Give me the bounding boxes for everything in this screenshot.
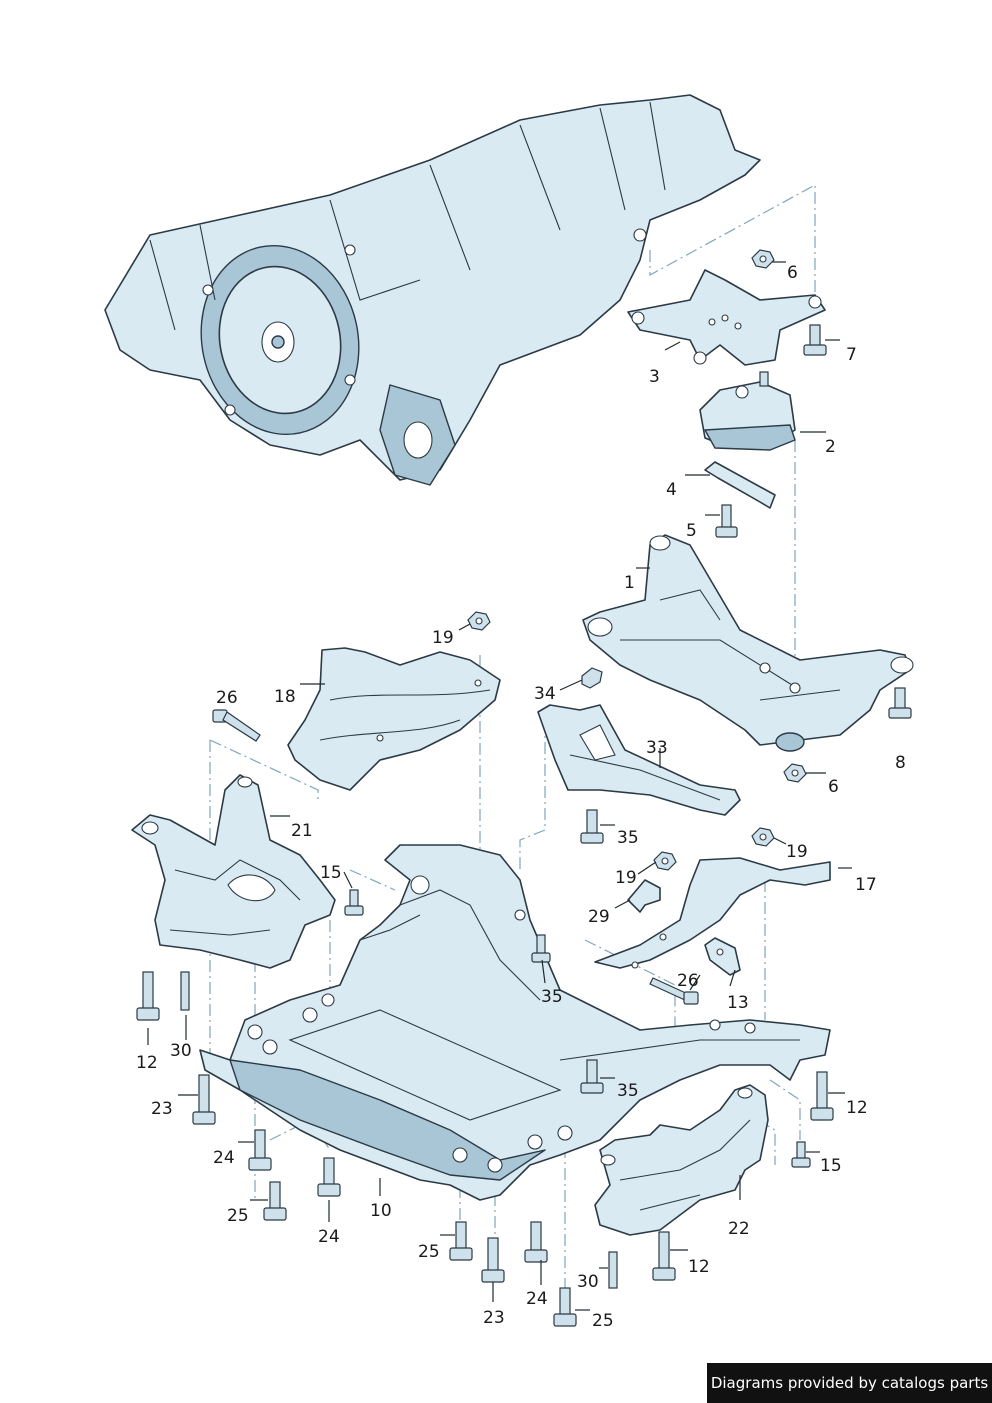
callout-24-left: 24 (213, 1148, 235, 1168)
part-10-subframe (199, 844, 831, 1201)
callout-33: 33 (646, 738, 668, 758)
part-2-engine-mount (699, 371, 796, 451)
callout-19-middle: 19 (786, 842, 808, 862)
callout-10: 10 (370, 1201, 392, 1221)
callout-35-small: 35 (541, 987, 563, 1007)
callout-1: 1 (624, 573, 635, 593)
callout-23-left: 23 (151, 1099, 173, 1119)
callout-29: 29 (588, 907, 610, 927)
callout-6-upper: 6 (787, 263, 798, 283)
callout-leader-lines (147, 261, 852, 1311)
callout-23-mid: 23 (483, 1308, 505, 1328)
callout-18: 18 (274, 687, 296, 707)
callout-5: 5 (686, 521, 697, 541)
callout-25-left: 25 (227, 1206, 249, 1226)
callout-2: 2 (825, 437, 836, 457)
part-15-bolt-upper (344, 889, 364, 916)
callout-21: 21 (291, 821, 313, 841)
callout-17: 17 (855, 875, 877, 895)
callout-15-upper: 15 (320, 863, 342, 883)
part-19-nut-top (467, 611, 491, 631)
part-23-bolt-left (192, 1074, 216, 1125)
part-21-bracket-left (131, 774, 336, 969)
part-12-bolt-lower (652, 1231, 676, 1281)
part-4-heat-shield (704, 461, 776, 509)
part-6-nut-top (751, 249, 775, 269)
callout-26-top: 26 (216, 688, 238, 708)
part-30-stud-right (608, 1251, 618, 1289)
callout-13: 13 (727, 993, 749, 1013)
part-23-bolt-mid (481, 1237, 505, 1283)
part-12-bolt-right (810, 1071, 834, 1121)
part-5-bolt (715, 504, 738, 538)
part-24-bolt-left (248, 1129, 272, 1171)
part-24-bolt-mid (317, 1157, 341, 1197)
callout-12-left: 12 (136, 1053, 158, 1073)
part-25-bolt-left (263, 1181, 287, 1221)
part-13-bracket (704, 937, 741, 976)
part-12-bolt-left (136, 971, 160, 1021)
credit-banner: Diagrams provided by catalogs parts (707, 1363, 992, 1403)
callout-34: 34 (534, 684, 556, 704)
callout-35-upper: 35 (617, 828, 639, 848)
part-19-nut-clip (653, 851, 677, 871)
callout-35-lower: 35 (617, 1081, 639, 1101)
part-8-bolt (888, 687, 912, 719)
part-15-bolt-lower (791, 1141, 811, 1168)
part-29-clip (627, 879, 661, 913)
callout-8: 8 (895, 753, 906, 773)
transmission-illustration (104, 94, 761, 486)
callout-3: 3 (649, 367, 660, 387)
part-35-bolt-upper (580, 809, 604, 844)
part-7-bolt (803, 324, 827, 356)
callout-19-clip: 19 (615, 868, 637, 888)
part-34-nut (581, 667, 603, 689)
callout-26-lower: 26 (677, 971, 699, 991)
callout-25-lower: 25 (592, 1311, 614, 1331)
part-1-subframe-support (582, 534, 914, 752)
callout-24-lower: 24 (526, 1289, 548, 1309)
callout-12-right: 12 (846, 1098, 868, 1118)
part-25-bolt-lower (553, 1287, 577, 1327)
part-24-bolt-lower (524, 1221, 548, 1263)
callout-24-mid: 24 (318, 1227, 340, 1247)
part-3-mount-bracket (627, 269, 826, 366)
part-19-nut-middle (751, 827, 775, 847)
callout-12-lower: 12 (688, 1257, 710, 1277)
part-26-bolt-top (212, 709, 261, 742)
callout-4: 4 (666, 480, 677, 500)
part-26-bolt-lower (649, 977, 699, 1005)
callout-19-top: 19 (432, 628, 454, 648)
part-33-cross-strut (537, 704, 741, 816)
callout-6-lower: 6 (828, 777, 839, 797)
part-35-bolt-small (531, 934, 551, 963)
part-35-bolt-lower (580, 1059, 604, 1094)
callout-numbers: 6 7 3 2 4 5 1 8 6 19 26 18 34 33 21 35 1… (136, 263, 906, 1331)
callout-15-lower: 15 (820, 1156, 842, 1176)
callout-7: 7 (846, 345, 857, 365)
part-18-splash-shield (287, 647, 501, 791)
part-17-splash-shield-right (594, 857, 831, 969)
part-30-stud-left (180, 971, 190, 1011)
part-25-bolt-mid (449, 1221, 473, 1261)
callout-25-mid: 25 (418, 1242, 440, 1262)
part-22-bracket-right (594, 1084, 769, 1236)
part-6-nut-lower (783, 763, 807, 783)
callout-30-right: 30 (577, 1272, 599, 1292)
callout-30-left: 30 (170, 1041, 192, 1061)
callout-22: 22 (728, 1219, 750, 1239)
